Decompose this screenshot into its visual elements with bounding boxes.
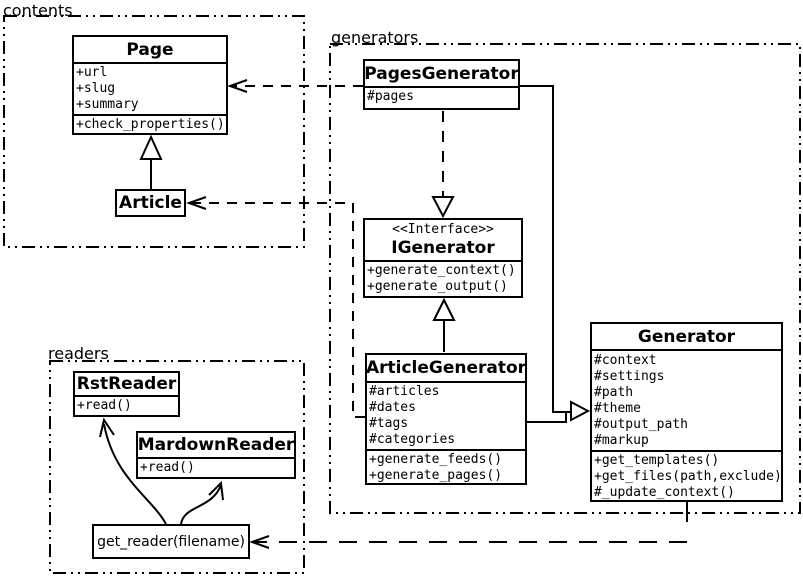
method: #_update_context() bbox=[594, 485, 735, 500]
class-igenerator-name: IGenerator bbox=[391, 237, 495, 258]
dependency-arrow-articlegenerator-to-article bbox=[185, 196, 365, 418]
class-igenerator: <<Interface>> IGenerator +generate_conte… bbox=[363, 218, 523, 298]
method: +generate_pages() bbox=[369, 468, 503, 483]
class-igenerator-methods: +generate_context() +generate_output() bbox=[365, 262, 521, 296]
method: +generate_context() bbox=[367, 263, 516, 278]
class-pagesgenerator: PagesGenerator #pages bbox=[363, 59, 520, 110]
class-mardownreader-name: MardownReader bbox=[138, 433, 294, 459]
class-pagesgenerator-name: PagesGenerator bbox=[365, 61, 518, 88]
inheritance-arrow-articlegenerator-to-igenerator bbox=[432, 297, 456, 352]
contents-package-border bbox=[3, 15, 305, 248]
method: +generate_output() bbox=[367, 279, 508, 294]
inheritance-arrow-articlegenerator-to-generator bbox=[527, 411, 567, 423]
class-article: Article bbox=[115, 189, 186, 217]
class-rstreader-name: RstReader bbox=[75, 373, 178, 397]
inheritance-arrow-article-to-page bbox=[139, 134, 163, 189]
method: +read() bbox=[140, 460, 195, 475]
class-mardownreader: MardownReader +read() bbox=[136, 431, 296, 479]
class-articlegenerator: ArticleGenerator #articles #dates #tags … bbox=[365, 353, 527, 485]
generators-package-border bbox=[329, 43, 801, 514]
dependency-arrow-generator-to-get-reader bbox=[248, 502, 688, 549]
class-generator-name: Generator bbox=[592, 324, 781, 351]
class-pagesgenerator-attributes: #pages bbox=[365, 88, 518, 108]
class-igenerator-header: <<Interface>> IGenerator bbox=[365, 220, 521, 262]
get-reader-box: get_reader(filename) bbox=[92, 524, 250, 559]
attribute: #tags bbox=[369, 416, 409, 431]
attribute: #dates bbox=[369, 400, 416, 415]
inheritance-triangle-generator bbox=[570, 400, 591, 422]
class-page: Page +url +slug +summary +check_properti… bbox=[72, 35, 228, 135]
attribute: #context bbox=[594, 353, 657, 368]
realization-arrow-pagesgenerator-to-igenerator bbox=[431, 111, 455, 219]
class-page-attributes: +url +slug +summary bbox=[74, 64, 226, 114]
class-rstreader-methods: +read() bbox=[75, 397, 178, 415]
class-articlegenerator-name: ArticleGenerator bbox=[367, 355, 525, 383]
class-articlegenerator-attributes: #articles #dates #tags #categories bbox=[367, 383, 525, 449]
arrow-get-reader-to-mardownreader bbox=[180, 480, 224, 525]
inheritance-arrow-pagesgenerator-to-generator bbox=[520, 85, 570, 413]
class-articlegenerator-methods: +generate_feeds() +generate_pages() bbox=[367, 449, 525, 483]
attribute: +summary bbox=[76, 97, 139, 112]
class-generator-attributes: #context #settings #path #theme #output_… bbox=[592, 351, 781, 450]
class-generator-methods: +get_templates() +get_files(path,exclude… bbox=[592, 450, 781, 500]
method: +generate_feeds() bbox=[369, 452, 503, 467]
attribute: #output_path bbox=[594, 417, 688, 432]
dependency-arrow-pagesgenerator-to-page bbox=[226, 79, 363, 93]
arrow-get-reader-to-rstreader bbox=[99, 417, 167, 525]
package-label-contents: contents bbox=[3, 1, 73, 20]
attribute: #pages bbox=[367, 89, 414, 104]
attribute: #theme bbox=[594, 401, 641, 416]
readers-package-border bbox=[49, 360, 305, 574]
class-article-name: Article bbox=[119, 193, 182, 213]
attribute: #markup bbox=[594, 433, 649, 448]
attribute: #settings bbox=[594, 369, 665, 384]
class-page-name: Page bbox=[74, 37, 226, 64]
package-label-readers: readers bbox=[48, 344, 109, 363]
attribute: #path bbox=[594, 385, 634, 400]
attribute: +slug bbox=[76, 81, 116, 96]
attribute: +url bbox=[76, 65, 108, 80]
class-rstreader: RstReader +read() bbox=[73, 371, 180, 417]
attribute: #articles bbox=[369, 384, 440, 399]
class-page-methods: +check_properties() bbox=[74, 114, 226, 133]
method: +get_templates() bbox=[594, 453, 720, 468]
method: +read() bbox=[77, 398, 132, 413]
package-label-generators: generators bbox=[331, 28, 419, 47]
class-generator: Generator #context #settings #path #them… bbox=[590, 322, 783, 502]
method: +get_files(path,exclude) bbox=[594, 469, 781, 484]
class-mardownreader-methods: +read() bbox=[138, 459, 294, 477]
attribute: #categories bbox=[369, 432, 456, 447]
class-igenerator-stereotype: <<Interface>> bbox=[392, 221, 494, 237]
method: +check_properties() bbox=[76, 117, 225, 132]
